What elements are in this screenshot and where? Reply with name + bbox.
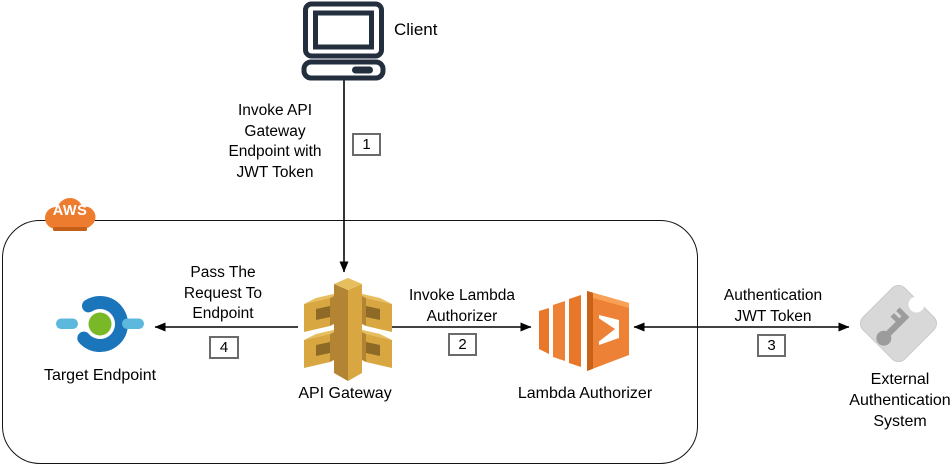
aws-api-gateway-icon <box>296 278 400 387</box>
external-auth-label-line: Authentication <box>849 392 951 409</box>
step3-number-badge: 3 <box>757 334 786 357</box>
step1-label-line: Invoke API <box>237 102 313 119</box>
step4-number-badge: 4 <box>209 336 239 359</box>
step1-label-line: Endpoint with <box>228 143 322 160</box>
step4-label: Pass The Request To Endpoint <box>162 263 284 325</box>
aws-cloud-icon <box>39 197 101 238</box>
client-label: Client <box>394 20 438 39</box>
external-auth-label-line: External <box>870 371 930 388</box>
step2-label-line: Invoke Lambda <box>409 287 515 304</box>
step4-label-line: Pass The <box>190 264 256 281</box>
external-auth-label: External Authentication System <box>822 369 952 432</box>
key-glyph <box>876 307 910 346</box>
step1-label-line: Gateway <box>244 122 306 140</box>
step2-number-badge: 2 <box>448 333 477 356</box>
endpoint-icon <box>54 289 146 366</box>
external-auth-label-line: System <box>873 413 927 430</box>
step2-label: Invoke Lambda Authorizer <box>392 286 532 327</box>
step1-label-line: JWT Token <box>236 163 314 181</box>
step4-label-line: Request To <box>183 284 263 302</box>
step1-label: Invoke API Gateway Endpoint with JWT Tok… <box>205 101 345 183</box>
step3-label-line: Authentication <box>723 287 823 304</box>
api-gateway-label: API Gateway <box>298 385 392 402</box>
step4-label-line: Endpoint <box>192 305 254 322</box>
lambda-authorizer-label: Lambda Authorizer <box>517 385 653 402</box>
aws-lambda-icon <box>537 277 633 384</box>
step1-number-badge: 1 <box>352 133 381 156</box>
step3-label-line: JWT Token <box>734 307 812 325</box>
desktop-computer-icon <box>301 1 387 86</box>
target-endpoint-label: Target Endpoint <box>43 367 157 384</box>
aws-cloud-group-box <box>2 220 698 464</box>
key-tag-icon <box>853 283 947 378</box>
aws-group-label: AWS <box>52 203 88 219</box>
step2-label-line: Authorizer <box>426 307 498 325</box>
step3-label: Authentication JWT Token <box>703 286 843 327</box>
